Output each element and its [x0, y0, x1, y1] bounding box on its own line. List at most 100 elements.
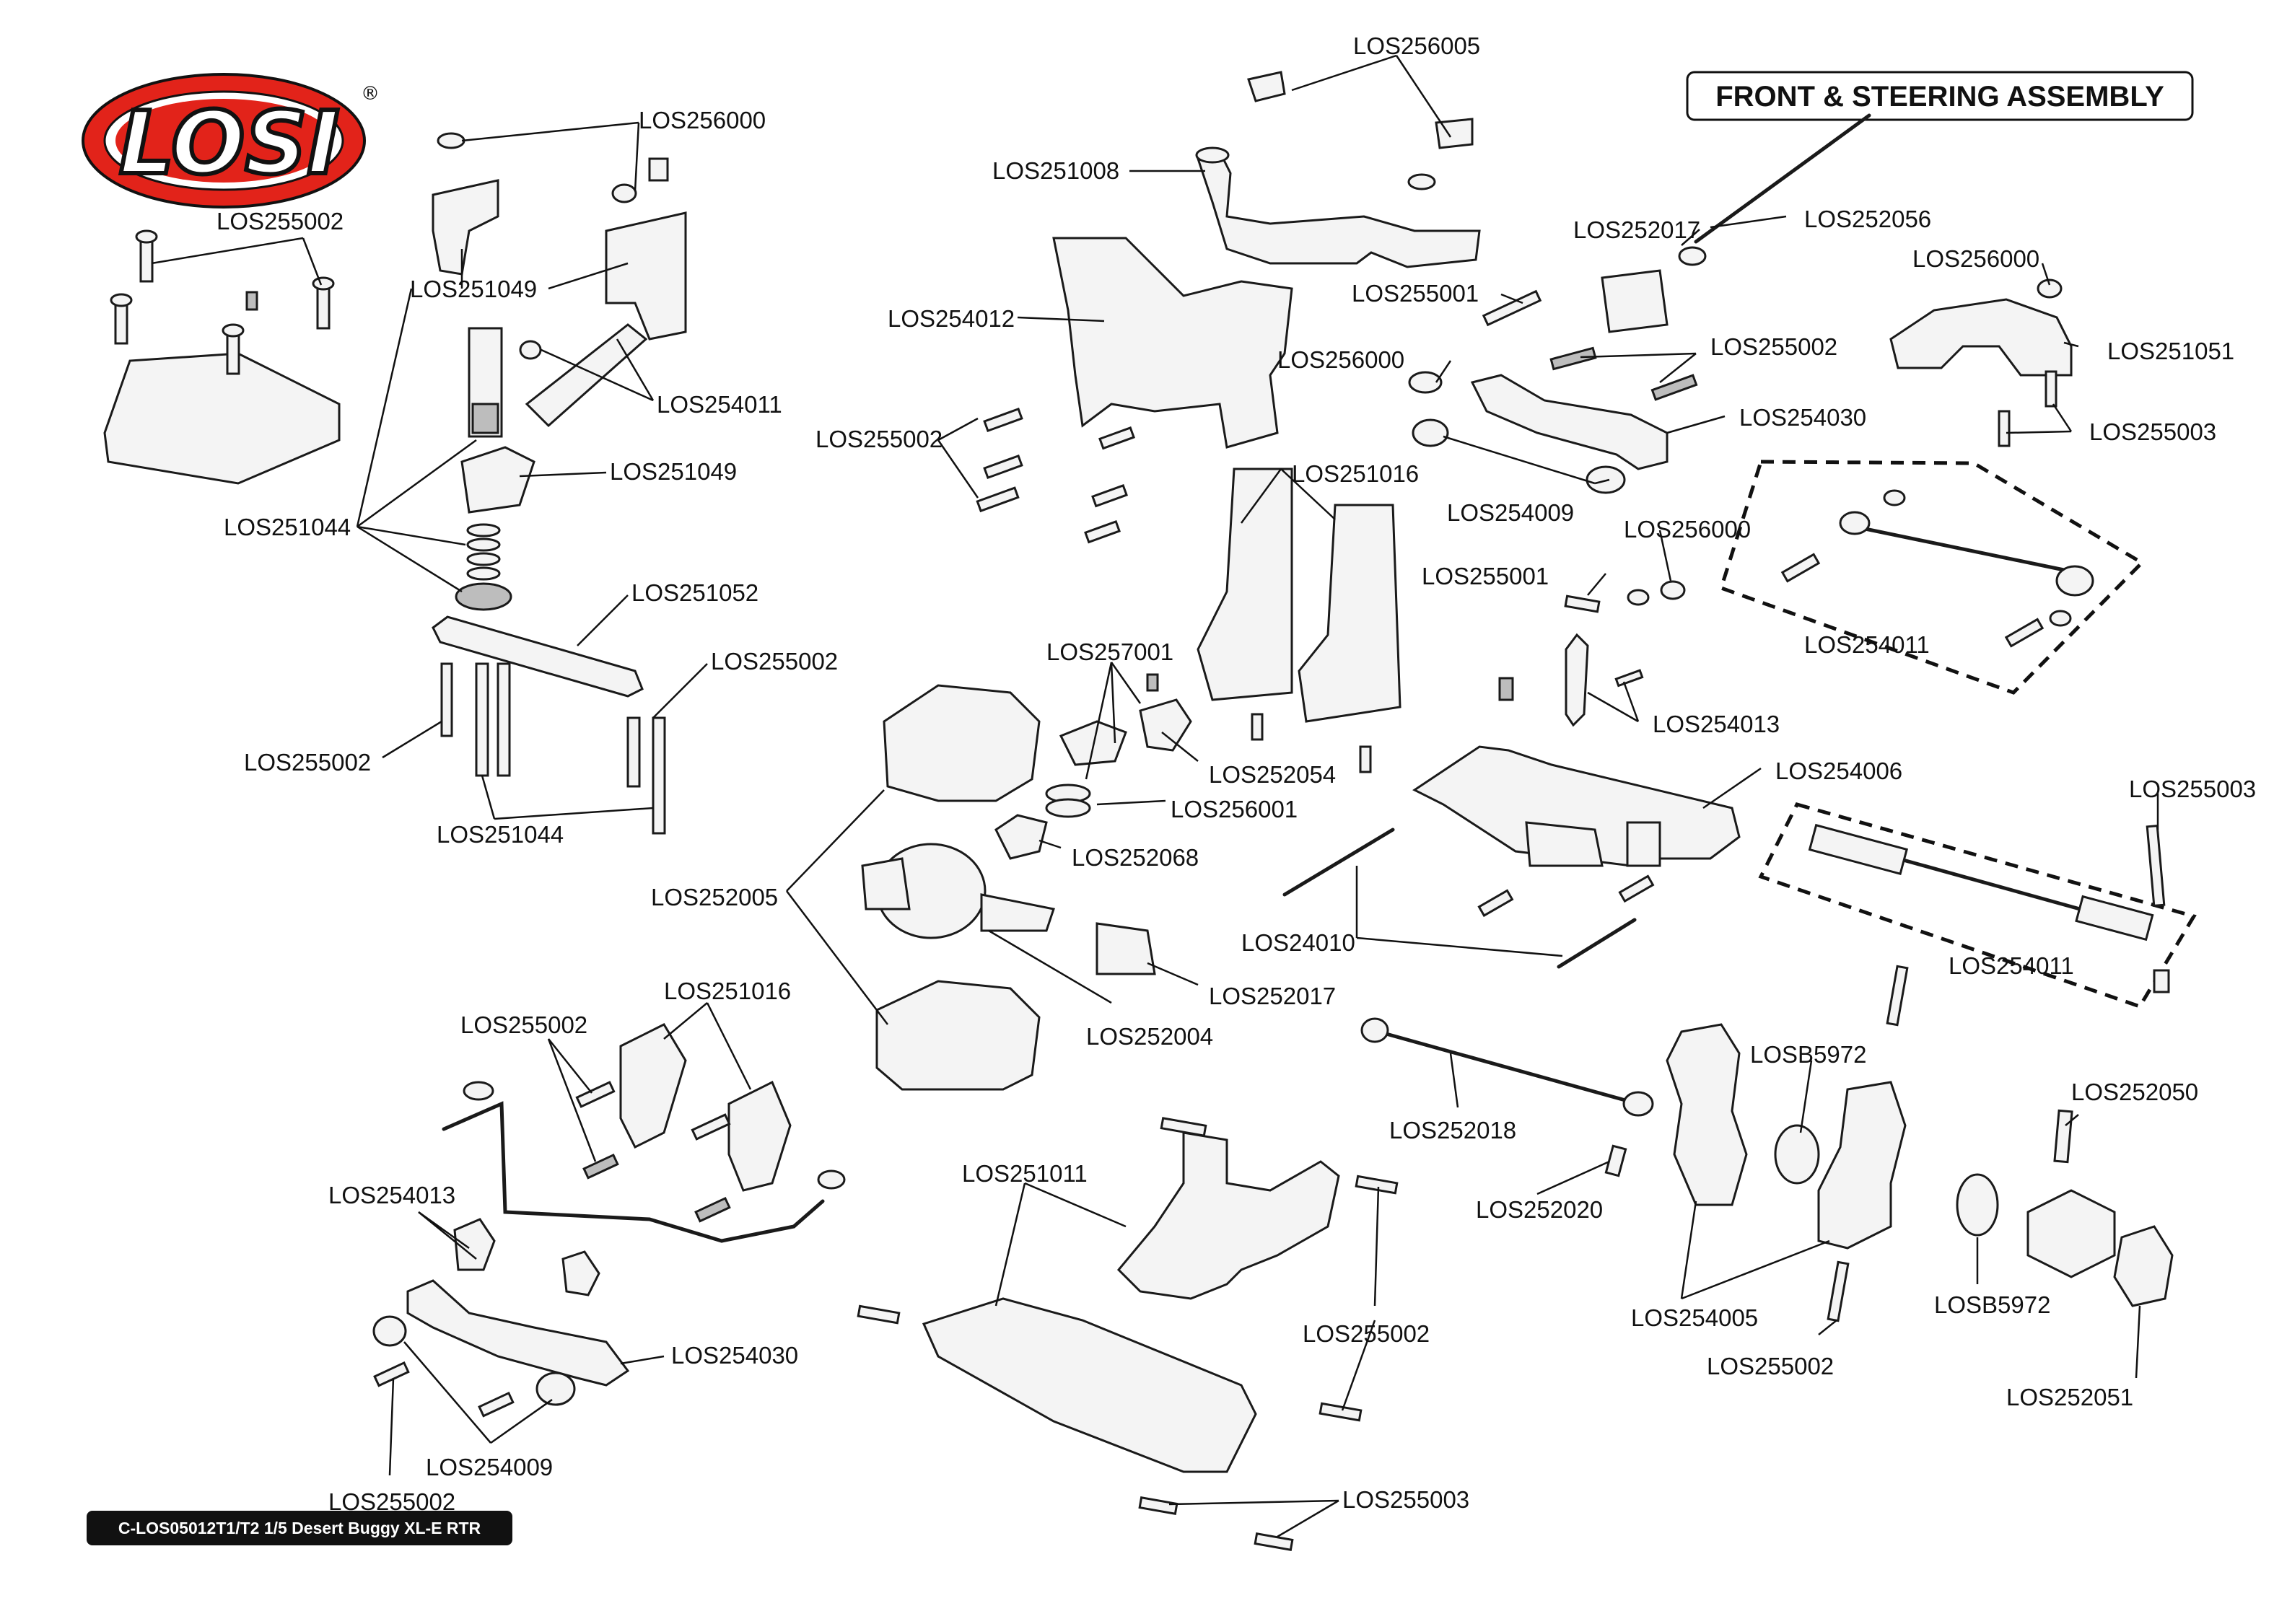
screw-parts-center — [976, 407, 1135, 544]
hinge-pin-part-a — [1282, 828, 1395, 897]
diff-bearing-part — [1096, 922, 1156, 975]
callout-los255002: LOS255002 — [1710, 333, 1837, 360]
steering-shaft-part — [1694, 113, 1871, 244]
callout-los254009: LOS254009 — [426, 1454, 553, 1480]
callout-los251011: LOS251011 — [962, 1160, 1088, 1187]
assembly-title: FRONT & STEERING ASSEMBLY — [1715, 81, 2164, 113]
callout-labels: LOS256005 LOS256000 LOS255002 LOS251049 … — [217, 32, 2256, 1515]
callout-los256000: LOS256000 — [1912, 245, 2039, 272]
callout-los254005: LOS254005 — [1631, 1304, 1758, 1331]
steering-arm-part-lower — [406, 1279, 630, 1387]
nut-part — [437, 132, 465, 149]
ball-end-part-a — [453, 1218, 496, 1271]
spring-part — [466, 523, 501, 581]
callout-los254012: LOS254012 — [888, 305, 1015, 332]
callout-los251008: LOS251008 — [992, 157, 1119, 184]
callout-los251044: LOS251044 — [224, 514, 351, 540]
callout-los254011: LOS254011 — [1949, 952, 2074, 979]
hinge-pin-part-b — [1557, 918, 1637, 969]
callout-los252018: LOS252018 — [1389, 1117, 1516, 1144]
screw-part-c — [1251, 713, 1264, 741]
nut-part-b — [648, 157, 669, 182]
bulkhead-part-left — [1197, 468, 1293, 701]
callout-los256000: LOS256000 — [1277, 346, 1404, 373]
callout-los256005: LOS256005 — [1353, 32, 1480, 59]
callout-los252054: LOS252054 — [1209, 761, 1336, 788]
callout-los255002: LOS255002 — [711, 648, 838, 675]
callout-los255003: LOS255003 — [2089, 418, 2216, 445]
leader-lines — [151, 54, 2159, 1538]
callout-los252005: LOS252005 — [651, 884, 778, 910]
diff-case-upper-part — [883, 684, 1041, 802]
callout-los255001: LOS255001 — [1422, 563, 1549, 589]
ball-end-part-b — [561, 1250, 600, 1296]
bearing-part — [455, 582, 512, 611]
callout-los252017: LOS252017 — [1209, 983, 1336, 1009]
nut-part-c — [611, 183, 637, 203]
sway-bar-part — [442, 1101, 825, 1243]
bellcrank-part-right — [605, 211, 687, 341]
diff-bearing-part-b — [1601, 269, 1669, 333]
pinion-gear-part — [994, 814, 1048, 860]
callout-los254030: LOS254030 — [1739, 404, 1866, 431]
front-brace-part — [1116, 1131, 1340, 1300]
drag-link-part — [525, 323, 648, 428]
bearing-part-right — [1956, 1173, 1999, 1237]
bellcrank-part-lower — [460, 446, 535, 514]
callout-los255003: LOS255003 — [2129, 776, 2256, 802]
callout-los252051: LOS252051 — [2006, 1384, 2133, 1410]
losi-logo: LOSI ® — [82, 73, 380, 209]
callout-los255002: LOS255002 — [1303, 1320, 1430, 1347]
wheel-nut-part — [2113, 1225, 2174, 1307]
callout-los252050: LOS252050 — [2071, 1079, 2198, 1105]
callout-los252017: LOS252017 — [1573, 216, 1700, 243]
sway-bar-mount-part-b — [727, 1080, 792, 1192]
callout-los256000: LOS256000 — [639, 107, 766, 133]
callout-los254009: LOS254009 — [1447, 499, 1574, 526]
screw-part-f — [1564, 594, 1601, 613]
servo-link-part — [432, 615, 644, 698]
set-screw-part-b — [1498, 677, 1514, 701]
steering-plate-part — [103, 352, 341, 485]
callout-los254013: LOS254013 — [328, 1182, 455, 1208]
front-bumper-part — [922, 1297, 1257, 1473]
body-clip-part-a — [1247, 71, 1286, 102]
tie-rod-part — [1376, 1030, 1640, 1106]
diff-spring-part — [1045, 784, 1091, 818]
callout-los254011: LOS254011 — [657, 391, 782, 418]
callout-los257001: LOS257001 — [1046, 638, 1173, 665]
screw-part-e — [1482, 289, 1542, 327]
callout-los251052: LOS251052 — [631, 579, 758, 606]
callout-los251016: LOS251016 — [1292, 460, 1419, 487]
screw-parts-top-left — [110, 229, 335, 375]
callout-los254013: LOS254013 — [1653, 711, 1780, 737]
callout-los252068: LOS252068 — [1072, 844, 1199, 871]
callout-losb5972: LOSB5972 — [1750, 1041, 1866, 1068]
callout-los251051: LOS251051 — [2107, 338, 2234, 364]
logo-wordmark: LOSI — [119, 94, 339, 194]
callout-los255002: LOS255002 — [815, 426, 943, 452]
bulkhead-part-right — [1298, 504, 1401, 723]
knuckle-part-left — [1666, 1023, 1748, 1206]
footer-model-text: C-LOS05012T1/T2 1/5 Desert Buggy XL-E RT… — [118, 1519, 481, 1537]
callout-los252056: LOS252056 — [1804, 206, 1931, 232]
steering-cover-part — [1889, 298, 2073, 377]
callout-los254011: LOS254011 — [1804, 631, 1930, 658]
callout-los254006: LOS254006 — [1775, 758, 1902, 784]
steering-arm-part-upper — [1470, 374, 1669, 470]
callout-los255002: LOS255002 — [244, 749, 371, 776]
assembly-title-box: FRONT & STEERING ASSEMBLY — [1686, 71, 2194, 121]
body-clip-part-b — [1435, 118, 1474, 149]
callout-los255002: LOS255002 — [217, 208, 344, 234]
footer-bar: C-LOS05012T1/T2 1/5 Desert Buggy XL-E RT… — [87, 1511, 512, 1545]
callout-los256000: LOS256000 — [1624, 516, 1751, 543]
bearing-part-left — [1774, 1124, 1820, 1185]
outdrive-cup-part — [1139, 698, 1192, 752]
bellcrank-part-upper — [432, 179, 499, 276]
turnbuckle-part-upper — [1853, 524, 2066, 572]
callout-los255002: LOS255002 — [328, 1488, 455, 1515]
set-screw-part-a — [1146, 673, 1159, 692]
shock-tower-part — [1052, 237, 1293, 449]
hex-hub-part — [2026, 1189, 2116, 1278]
